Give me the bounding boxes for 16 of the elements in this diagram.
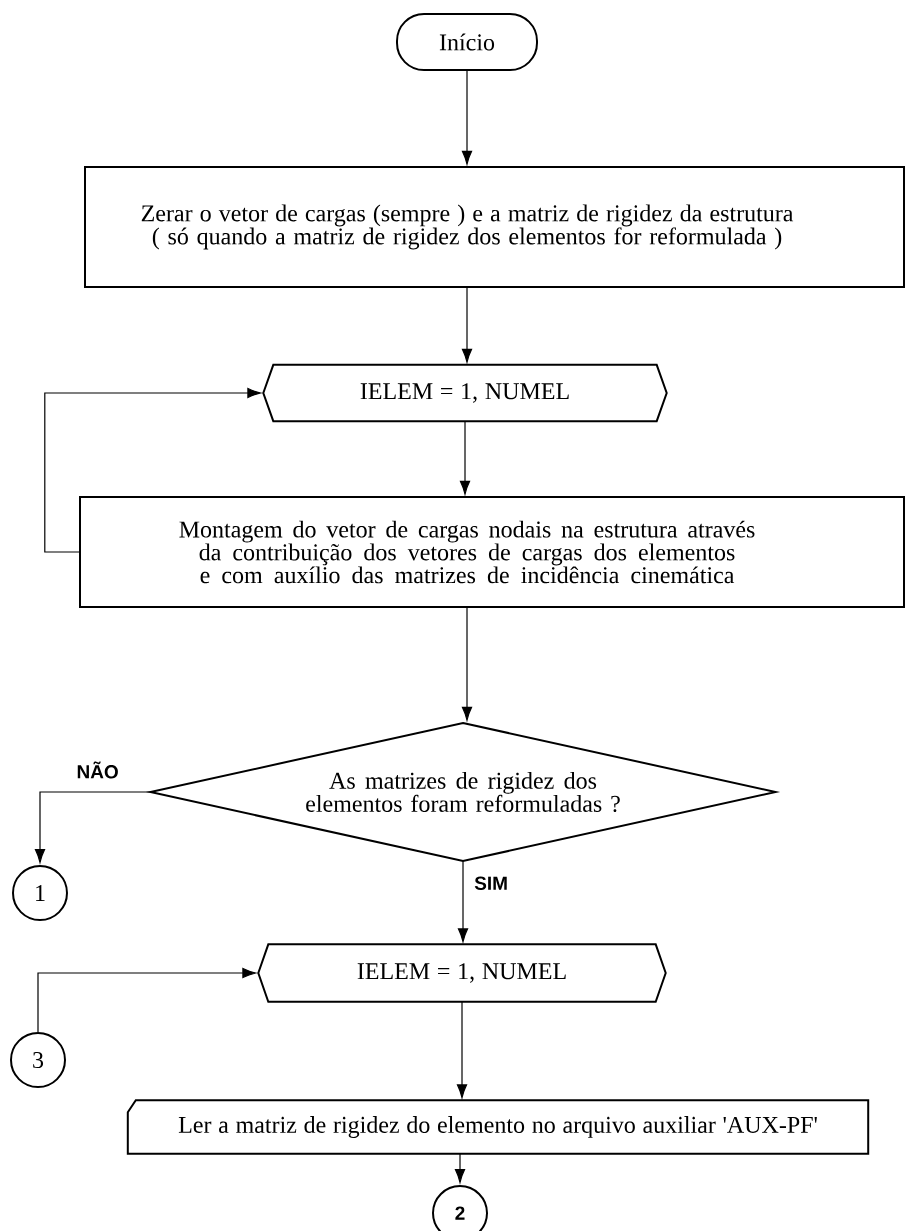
edge-label: NÃO (75, 760, 120, 780)
arrow (461, 286, 473, 363)
arrow (459, 420, 471, 495)
arrow (461, 606, 473, 721)
process-box: Montagem do vetor de cargas nodais na estrutura através da contribuição dos vetores de cargas dos elementos e com auxílio das matrizes de incidência cinemática (79, 496, 905, 608)
arrow (461, 70, 473, 165)
arrow (34, 791, 151, 863)
process-box: Zerar o vetor de cargas (sempre ) e a matriz de rigidez da estrutura ( só quando a matriz de rigidez dos elementos for reformulada ) (84, 166, 905, 288)
arrow (456, 1001, 468, 1099)
arrow (454, 1153, 466, 1183)
arrow (457, 860, 469, 943)
arrow (44, 387, 262, 553)
arrow (37, 967, 257, 1033)
input-box: Ler a matriz de rigidez do elemento no arquivo auxiliar 'AUX-PF' (126, 1099, 870, 1155)
edge-label: SIM (473, 875, 509, 891)
start-terminal: Início (396, 13, 538, 71)
